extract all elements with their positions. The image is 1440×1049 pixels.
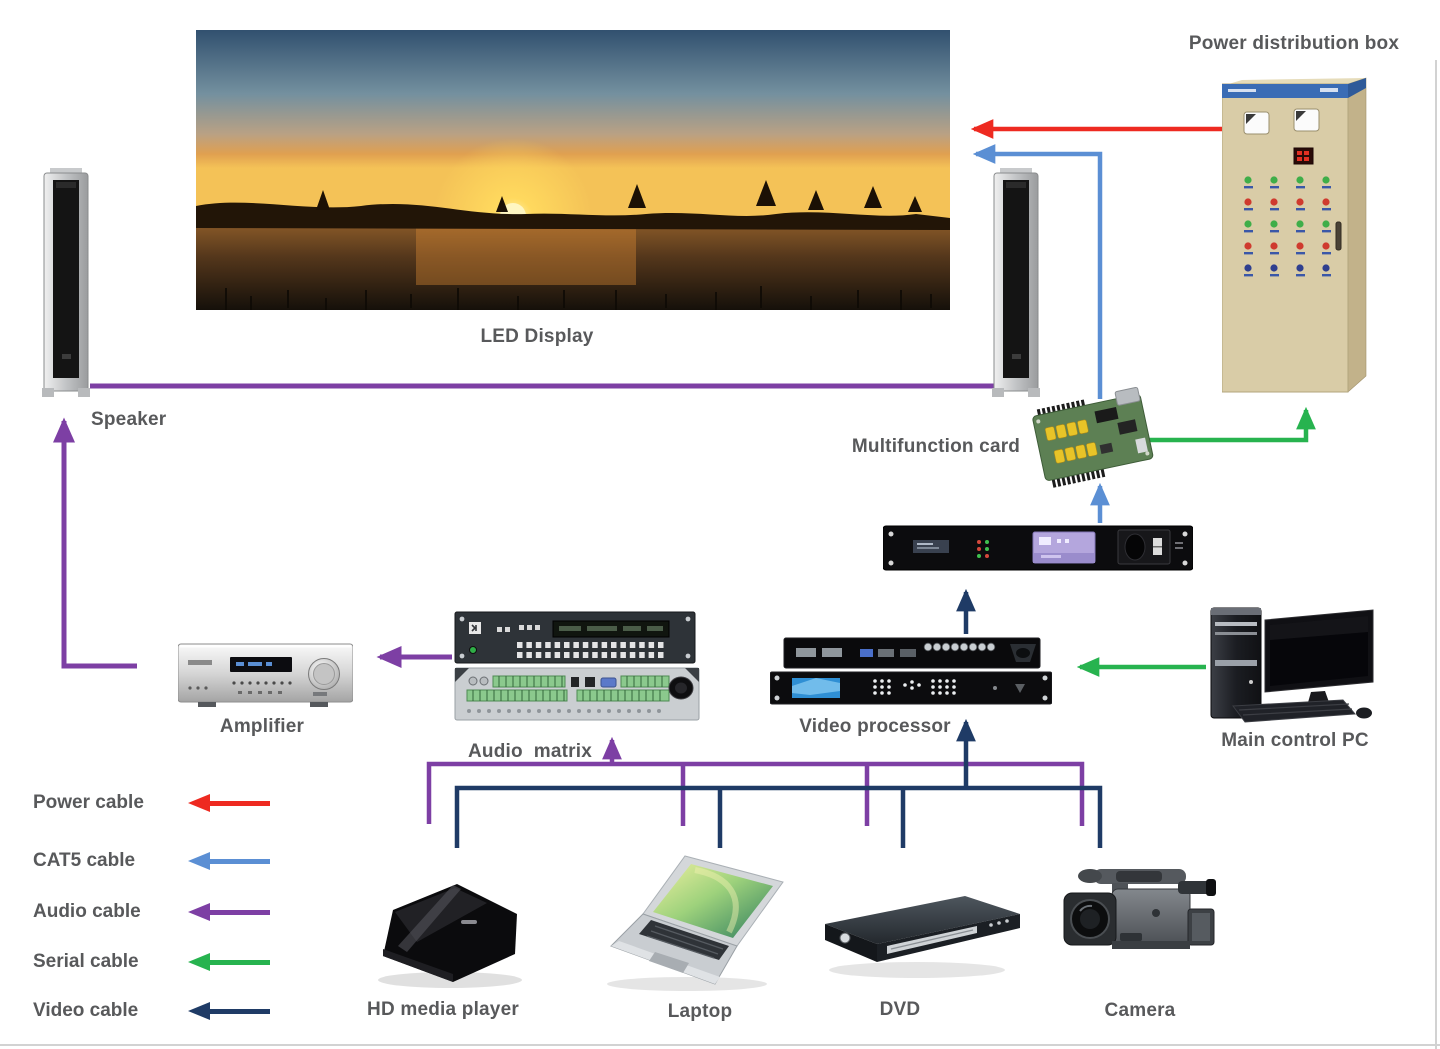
video-processor-label: Video processor (799, 716, 951, 737)
led-display (196, 30, 950, 310)
multifunction-card (1029, 385, 1162, 492)
hd-player-label: HD media player (367, 999, 519, 1020)
legend-row-power: Power cable (33, 792, 270, 814)
dvd-player (815, 878, 1030, 983)
power-cable-arrow-icon (188, 794, 270, 812)
legend-row-cat5: CAT5 cable (33, 850, 270, 872)
sunset-photo (196, 30, 950, 310)
speaker-label: Speaker (91, 409, 167, 430)
bottom-edge-line (0, 1044, 1440, 1046)
speaker-right (990, 168, 1042, 398)
legend-row-video: Video cable (33, 1000, 270, 1022)
audio-matrix (453, 610, 701, 724)
video-processor (769, 636, 1053, 706)
power-box-label: Power distribution box (1188, 33, 1400, 54)
main-control-pc (1203, 602, 1378, 728)
camera-label: Camera (1104, 1000, 1176, 1021)
serial-cable-arrow-icon (188, 953, 270, 971)
legend-label-audio: Audio cable (33, 901, 141, 922)
sending-controller (882, 524, 1194, 572)
camera (1060, 863, 1220, 988)
legend-label-video: Video cable (33, 1000, 139, 1021)
main-pc-label: Main control PC (1221, 730, 1369, 751)
legend-label-power: Power cable (33, 792, 144, 813)
video-cable-arrow-icon (188, 1002, 270, 1020)
dvd-label: DVD (879, 999, 921, 1020)
led-display-label: LED Display (480, 326, 594, 347)
legend-label-serial: Serial cable (33, 951, 139, 972)
legend-label-cat5: CAT5 cable (33, 850, 136, 871)
legend-row-audio: Audio cable (33, 901, 270, 923)
audio-matrix-label: Audio matrix (467, 741, 592, 762)
cat5-cable-arrow-icon (188, 852, 270, 870)
audio-cable-arrow-icon (188, 903, 270, 921)
right-edge-line (1435, 60, 1437, 1049)
laptop (597, 848, 795, 993)
amplifier-label: Amplifier (219, 716, 305, 737)
laptop-label: Laptop (667, 1001, 733, 1022)
multifunction-card-label: Multifunction card (851, 436, 1021, 457)
power-distribution-box (1221, 76, 1372, 396)
speaker-left (40, 168, 92, 398)
amplifier (177, 636, 354, 711)
legend-row-serial: Serial cable (33, 951, 270, 973)
hd-media-player (365, 858, 535, 993)
